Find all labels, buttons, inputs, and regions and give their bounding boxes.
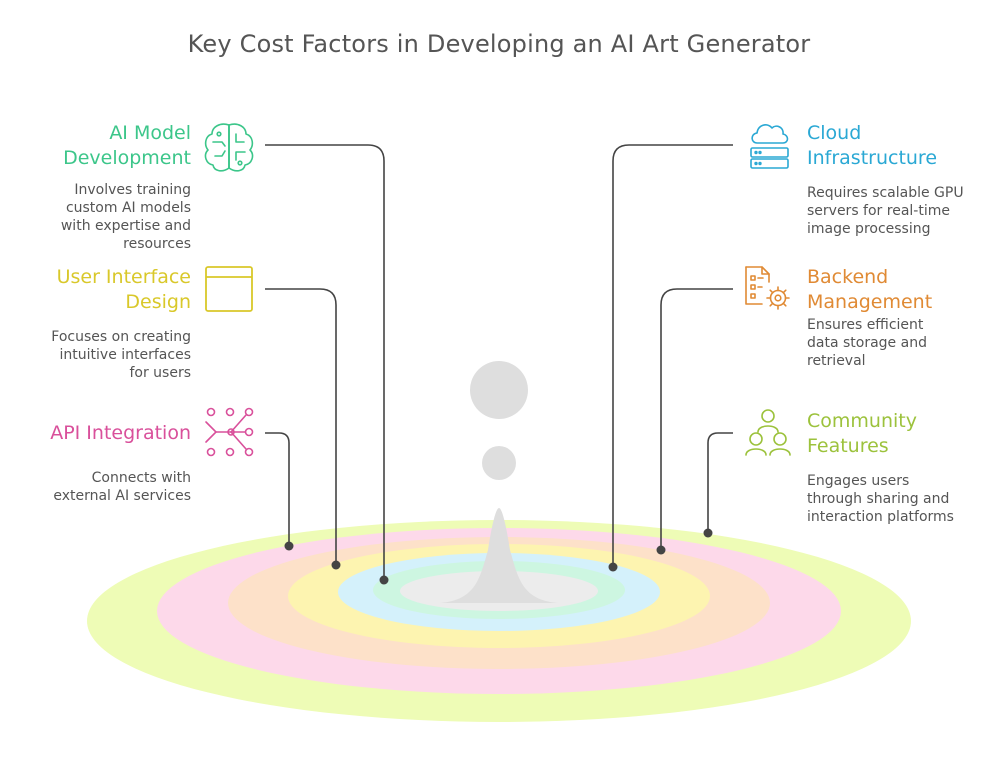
desc-line: data storage and — [807, 335, 927, 351]
heading-community-features: Community Features — [807, 409, 917, 459]
heading-line: User Interface — [56, 266, 191, 288]
network-nodes-icon — [205, 407, 254, 457]
splash-column — [440, 508, 558, 603]
desc-line: external AI services — [53, 488, 191, 504]
heading-line: Backend — [807, 266, 889, 288]
desc-api-integration: Connects with external AI services — [53, 469, 191, 505]
desc-line: Focuses on creating — [51, 329, 191, 345]
connector-ui — [265, 288, 337, 565]
desc-line: Ensures efficient — [807, 317, 924, 333]
heading-backend-management: Backend Management — [807, 265, 932, 315]
heading-line: Development — [63, 147, 191, 169]
desc-line: custom AI models — [65, 200, 191, 216]
heading-cloud-infrastructure: Cloud Infrastructure — [807, 121, 937, 171]
user-group-icon — [745, 409, 791, 456]
heading-api-integration: API Integration — [50, 421, 191, 446]
desc-line: through sharing and — [807, 491, 950, 507]
desc-user-interface-design: Focuses on creating intuitive interfaces… — [51, 328, 191, 382]
connector-dot-backend — [656, 545, 666, 555]
connector-dot-community — [703, 528, 713, 538]
splash-droplet-small — [482, 446, 516, 480]
heading-line: Infrastructure — [807, 147, 938, 169]
desc-ai-model-development: Involves training custom AI models with … — [61, 181, 191, 253]
browser-window-icon — [205, 266, 253, 312]
desc-line: intuitive interfaces — [59, 347, 191, 363]
heading-line: AI Model — [109, 122, 191, 144]
connector-dot-api — [284, 541, 294, 551]
heading-line: Design — [125, 291, 191, 313]
desc-line: image processing — [807, 221, 931, 237]
heading-line: Features — [807, 435, 889, 457]
connector-cloud — [612, 144, 733, 567]
heading-ai-model-development: AI Model Development — [63, 121, 191, 171]
desc-backend-management: Ensures efficient data storage and retri… — [807, 316, 927, 370]
heading-line: Cloud — [807, 122, 862, 144]
cloud-server-icon — [750, 124, 789, 169]
connector-dot-ai-model — [379, 575, 389, 585]
desc-line: Engages users — [807, 473, 910, 489]
splash-droplet-large — [470, 361, 528, 419]
desc-line: Requires scalable GPU — [807, 185, 964, 201]
connector-dot-ui — [331, 560, 341, 570]
desc-line: interaction platforms — [807, 509, 954, 525]
heading-line: Management — [807, 291, 933, 313]
desc-line: retrieval — [807, 353, 866, 369]
connector-community — [707, 432, 733, 533]
desc-line: for users — [129, 365, 191, 381]
connector-ai-model — [265, 144, 385, 580]
desc-community-features: Engages users through sharing and intera… — [807, 472, 954, 526]
desc-cloud-infrastructure: Requires scalable GPU servers for real-t… — [807, 184, 964, 238]
desc-line: Involves training — [74, 182, 191, 198]
page-title: Key Cost Factors in Developing an AI Art… — [187, 30, 811, 58]
desc-line: Connects with — [91, 470, 191, 486]
heading-user-interface-design: User Interface Design — [57, 265, 191, 315]
brain-icon — [204, 123, 254, 172]
connector-api — [265, 432, 290, 546]
desc-line: servers for real-time — [807, 203, 950, 219]
connector-backend — [660, 288, 733, 550]
document-gear-icon — [745, 266, 790, 310]
desc-line: with expertise and — [60, 218, 191, 234]
desc-line: resources — [123, 236, 191, 252]
connector-dot-cloud — [608, 562, 618, 572]
heading-line: API Integration — [50, 422, 191, 444]
heading-line: Community — [807, 410, 917, 432]
